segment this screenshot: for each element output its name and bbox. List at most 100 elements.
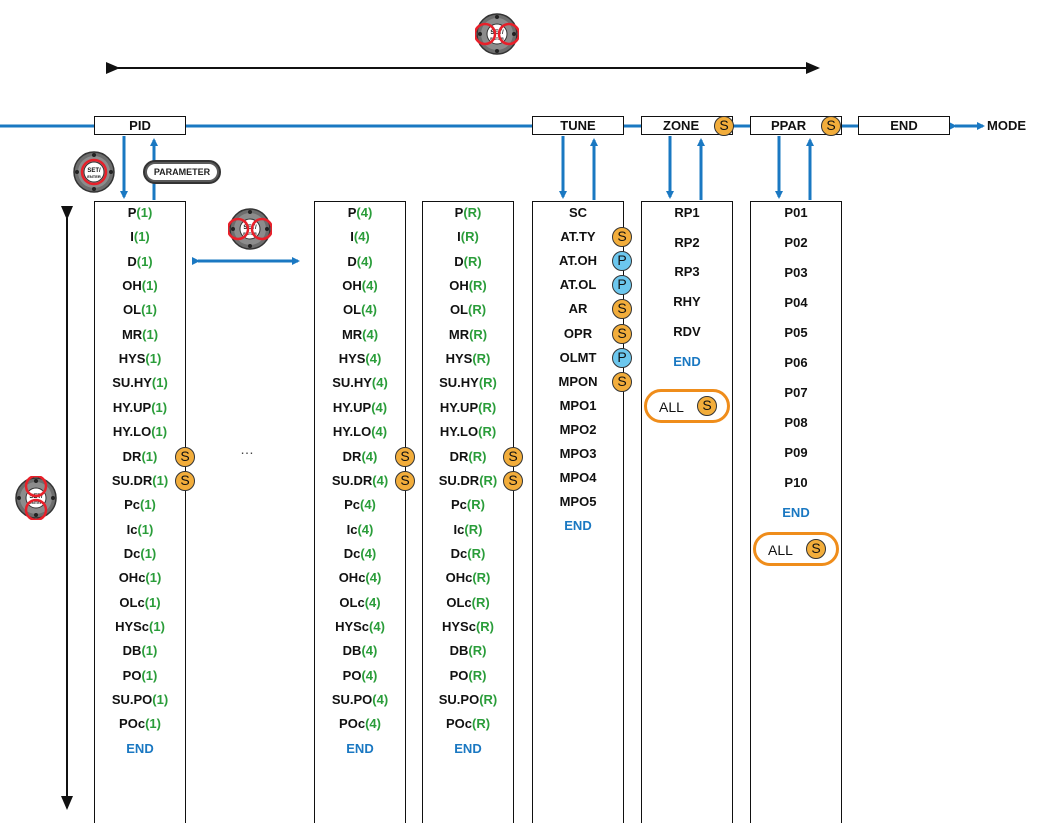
param-item: Dc(4) <box>315 544 405 564</box>
param-name: SU.DR <box>438 472 480 488</box>
param-group-suffix: (4) <box>371 424 388 440</box>
param-name: P05 <box>784 325 808 340</box>
param-item: HYS(1) <box>95 349 185 369</box>
param-group-suffix: (1) <box>142 326 159 342</box>
param-group-suffix: (R) <box>463 205 482 220</box>
s-badge: S <box>612 299 632 320</box>
param-name: DR <box>342 448 362 464</box>
param-group-suffix: (1) <box>145 716 161 732</box>
param-item: Dc(R) <box>423 544 513 564</box>
param-item: MR(4) <box>315 325 405 345</box>
param-name: OLMT <box>559 349 597 365</box>
param-name: MPO2 <box>559 421 597 437</box>
param-group-suffix: (4) <box>371 375 388 391</box>
mode-pid[interactable]: PID <box>94 116 186 135</box>
mode-tune[interactable]: TUNE <box>532 116 624 135</box>
param-name: OLc <box>446 594 472 610</box>
param-name: MR <box>448 326 470 342</box>
param-item: OL(4) <box>315 300 405 320</box>
param-group-suffix: (1) <box>141 448 158 464</box>
param-name: Pc <box>124 497 140 513</box>
param-group-suffix: (R) <box>471 594 490 610</box>
s-badge: S <box>503 470 523 491</box>
param-item: P09 <box>751 443 841 463</box>
param-group-suffix: (R) <box>468 643 487 659</box>
param-item: RP1 <box>642 203 732 223</box>
param-item: OL(R) <box>423 300 513 320</box>
mode-ppar[interactable]: PPAR <box>750 116 842 135</box>
mode-zone[interactable]: ZONE <box>641 116 733 135</box>
param-item: END <box>751 503 841 523</box>
mode-ppar-label: PPAR <box>771 118 807 133</box>
param-group-suffix: (4) <box>365 716 381 732</box>
param-item: Pc(1) <box>95 495 185 515</box>
param-item: HY.UP(R) <box>423 398 513 418</box>
param-group-suffix: (1) <box>141 643 158 659</box>
param-group-suffix: (4) <box>357 521 374 537</box>
param-item: P06 <box>751 353 841 373</box>
param-name: HYSc <box>441 618 476 634</box>
param-name: SU.DR <box>331 472 373 488</box>
param-group-suffix: (R) <box>479 692 498 707</box>
param-name: SU.HY <box>439 375 479 391</box>
param-item: DB(1) <box>95 641 185 661</box>
param-name: Ic <box>346 521 358 537</box>
param-name: I <box>350 229 354 245</box>
svg-text:SET/: SET/ <box>490 30 504 36</box>
s-badge: S <box>612 371 632 392</box>
mode-end[interactable]: END <box>858 116 950 135</box>
param-name: HY.UP <box>112 399 152 415</box>
param-group-suffix: (1) <box>144 594 161 610</box>
param-name: RDV <box>673 323 701 339</box>
param-name: Ic <box>453 521 465 537</box>
param-item: DB(R) <box>423 641 513 661</box>
param-name: D <box>454 253 464 269</box>
param-item: HYS(4) <box>315 349 405 369</box>
param-item: AR <box>533 299 623 319</box>
param-name: P <box>454 205 464 220</box>
param-name: P <box>347 205 357 220</box>
param-item: P(4) <box>315 203 405 223</box>
mode-pid-label: PID <box>129 118 151 133</box>
mode-tune-label: TUNE <box>560 118 596 133</box>
param-name: P10 <box>784 475 808 490</box>
param-name: DB <box>342 643 362 659</box>
param-name: SU.PO <box>438 692 480 707</box>
param-item: MPO4 <box>533 468 623 488</box>
param-name: END <box>564 518 592 534</box>
param-item: HY.LO(4) <box>315 422 405 442</box>
param-name: P07 <box>784 385 808 400</box>
param-name: HY.UP <box>332 399 372 415</box>
param-item: D(1) <box>95 252 185 272</box>
param-name: OL <box>449 302 468 318</box>
param-item: MPO2 <box>533 420 623 440</box>
param-item: P(1) <box>95 203 185 223</box>
param-name: OHc <box>338 570 366 586</box>
zone-all-button[interactable]: ALL S <box>644 389 730 423</box>
param-group-suffix: (R) <box>469 326 488 342</box>
dial-key-ud-icon: SET/ENTER <box>14 474 58 522</box>
param-name: OL <box>123 302 142 318</box>
param-name: RHY <box>673 294 701 310</box>
param-group-suffix: (1) <box>133 229 150 245</box>
param-group-suffix: (4) <box>365 570 382 586</box>
param-name: SU.PO <box>111 692 153 707</box>
param-group-suffix: (R) <box>471 716 491 732</box>
param-item: HY.LO(R) <box>423 422 513 442</box>
param-group-suffix: (R) <box>479 472 498 488</box>
ppar-all-button[interactable]: ALL S <box>753 532 839 566</box>
param-name: PO <box>122 667 142 683</box>
param-name: SC <box>568 205 588 220</box>
param-name: P09 <box>784 445 808 460</box>
param-name: POc <box>339 716 366 732</box>
param-group-suffix: (1) <box>140 545 157 561</box>
param-name: PO <box>342 667 362 683</box>
param-name: MPO3 <box>559 446 597 461</box>
param-name: HYS <box>445 351 473 367</box>
param-group-suffix: (4) <box>361 448 378 464</box>
param-item: D(4) <box>315 252 405 272</box>
param-group-suffix: (R) <box>460 229 479 245</box>
param-group-suffix: (4) <box>364 594 381 610</box>
param-name: MPO4 <box>559 470 597 486</box>
